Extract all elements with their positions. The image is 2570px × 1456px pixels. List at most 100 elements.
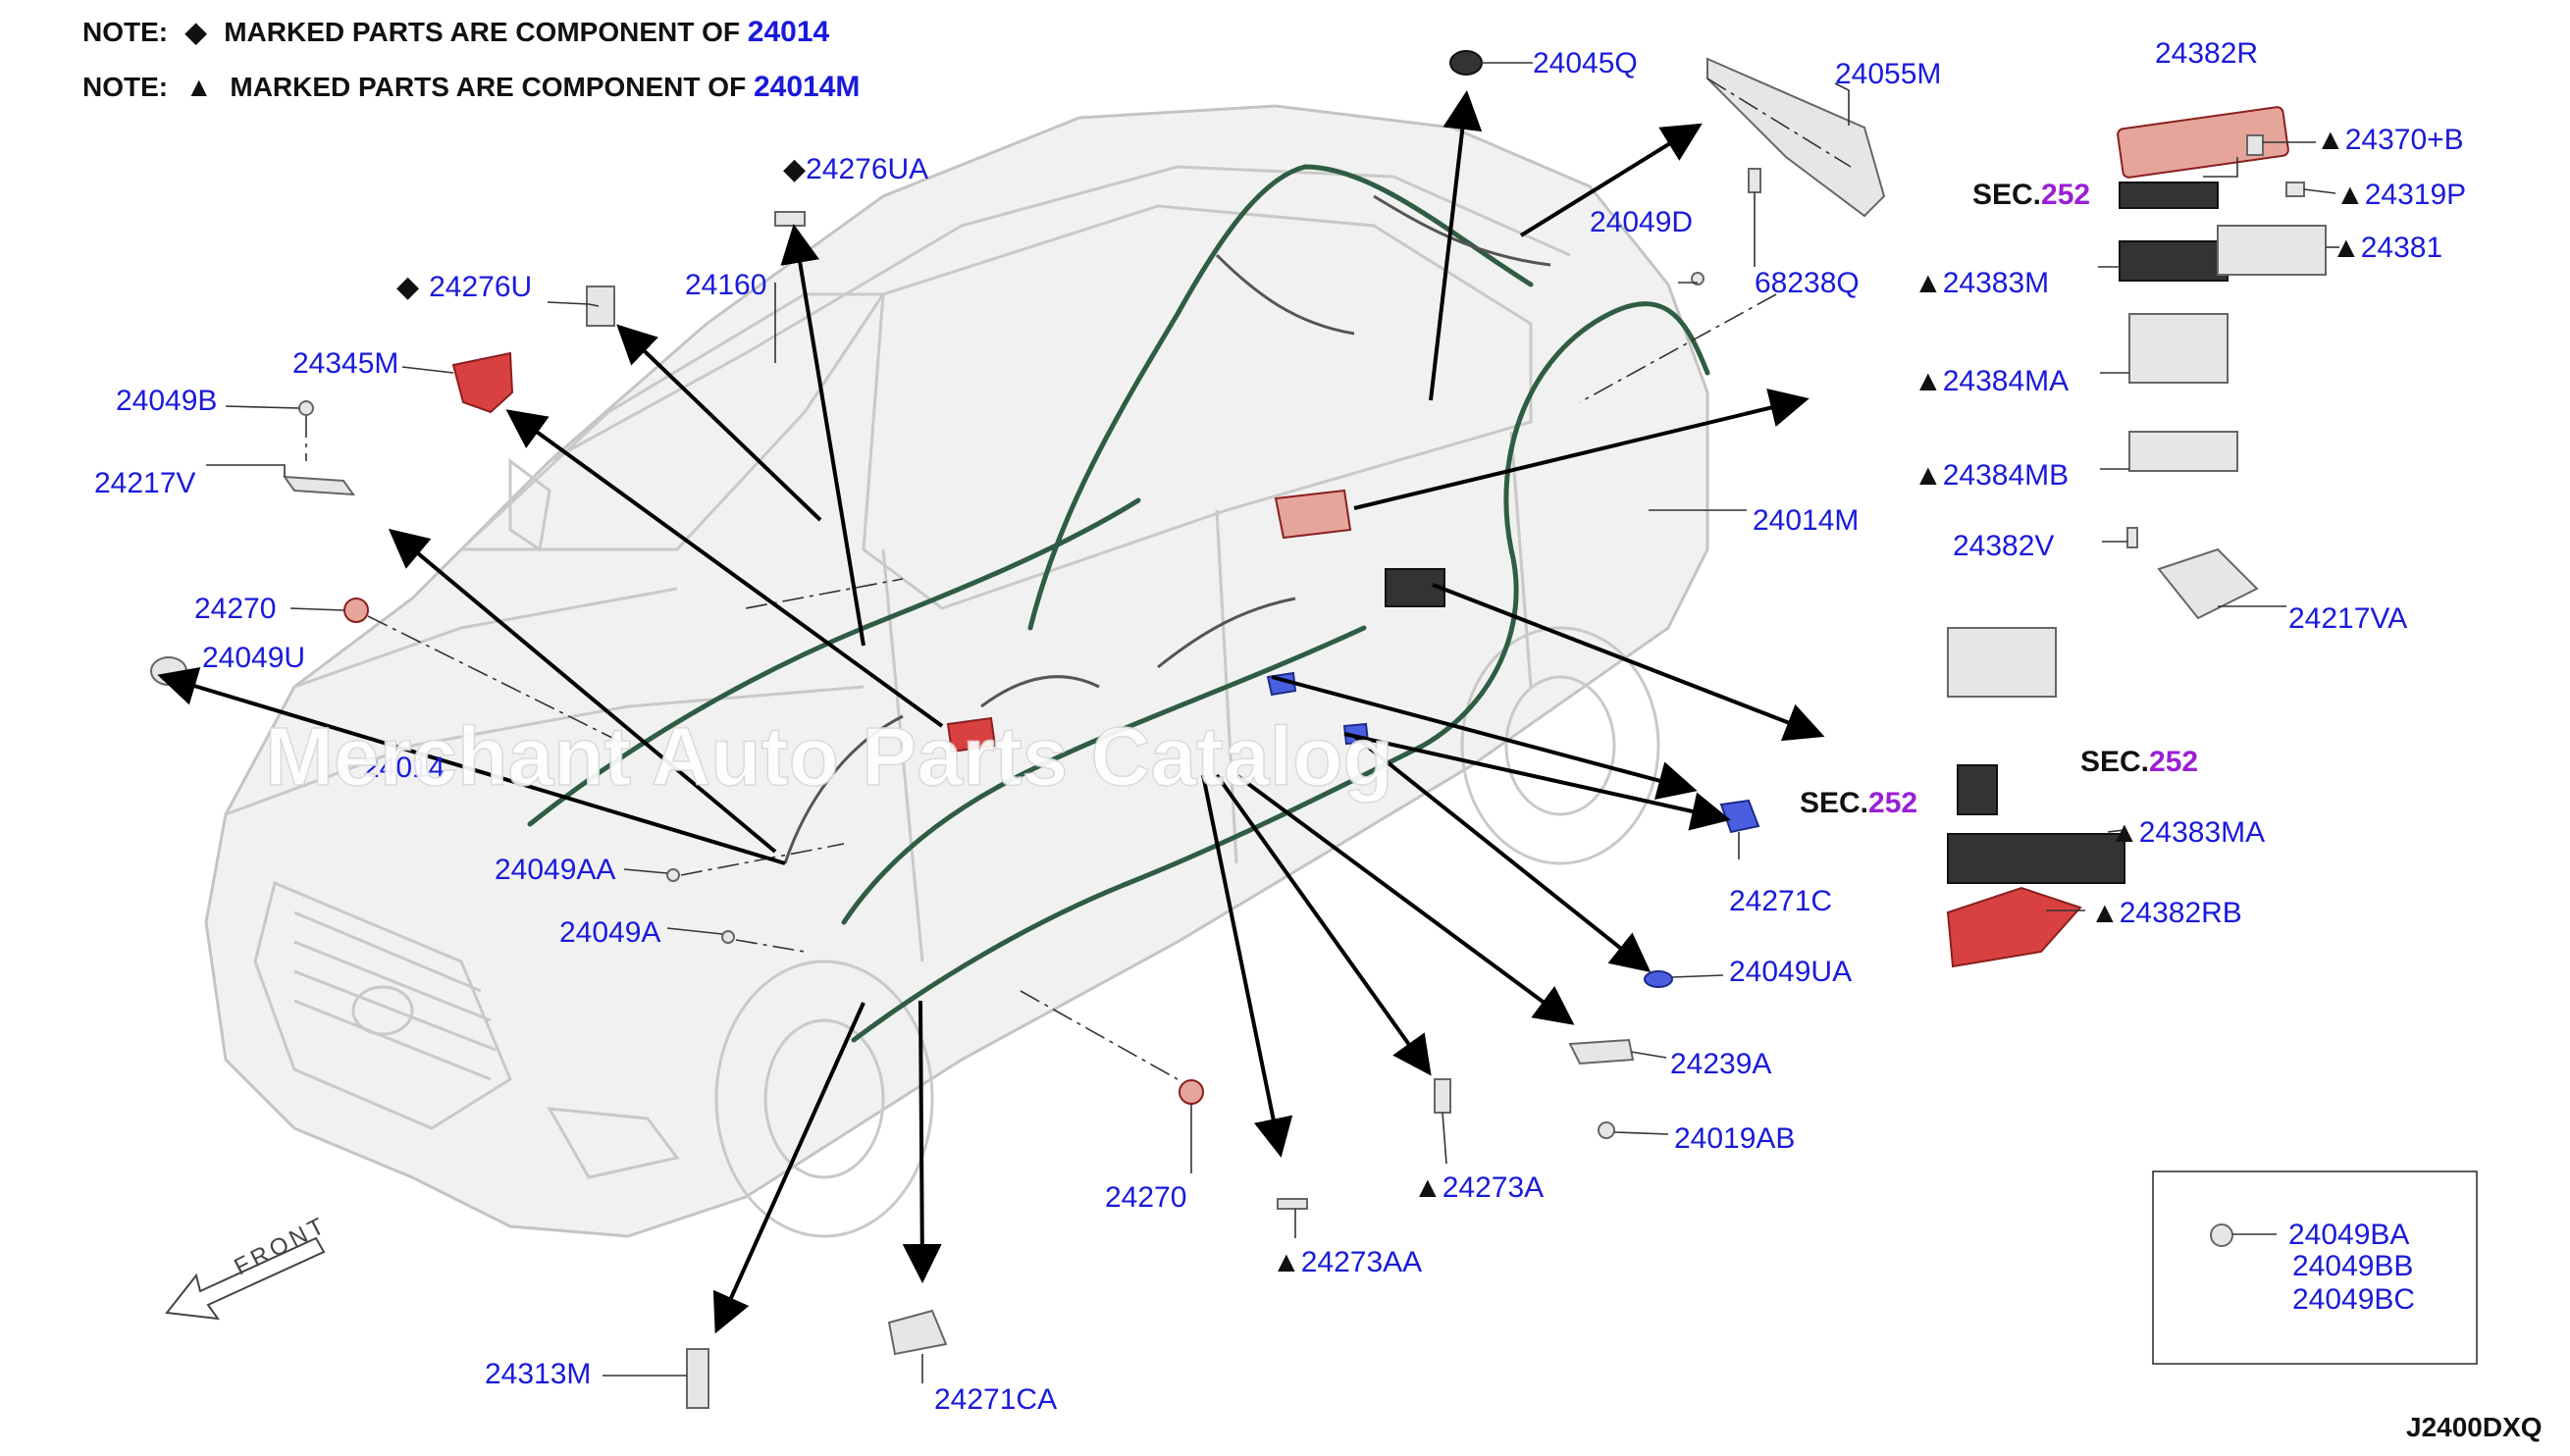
label-24217V[interactable]: 24217V <box>94 467 195 499</box>
label-24273AA[interactable]: ▲24273AA <box>1272 1246 1422 1278</box>
sec-ref-3[interactable]: SEC.252 <box>1800 787 1917 819</box>
label-24382RB[interactable]: ▲24382RB <box>2090 897 2242 929</box>
label-24270-lower[interactable]: 24270 <box>1105 1181 1186 1214</box>
lead-24345M <box>401 366 454 374</box>
label-24049BA[interactable]: 24049BA <box>2288 1219 2409 1251</box>
vehicle-side-windows <box>862 204 1533 610</box>
vehicle-roofline <box>549 165 1571 463</box>
label-24049A[interactable]: 24049A <box>559 916 660 949</box>
part-24045Q[interactable] <box>1449 50 1483 76</box>
part-24217V[interactable] <box>282 475 356 496</box>
part-24271CA[interactable] <box>887 1309 948 1356</box>
lead-24019AB <box>1613 1131 1669 1135</box>
part-68238Q[interactable] <box>1748 168 1761 193</box>
sec-ref-1[interactable]: SEC.252 <box>1972 179 2090 211</box>
part-24270b[interactable] <box>1179 1079 1204 1105</box>
part-sec252-box[interactable] <box>1947 627 2057 698</box>
label-24383MA[interactable]: ▲24383MA <box>2110 816 2265 849</box>
label-24049D[interactable]: 24049D <box>1590 206 1693 238</box>
part-24273AA[interactable] <box>1277 1198 1308 1210</box>
label-24370B[interactable]: ▲24370+B <box>2316 124 2464 156</box>
dash-24160 <box>745 578 904 609</box>
part-24273A[interactable] <box>1434 1078 1451 1114</box>
part-engine-relay[interactable] <box>946 716 997 754</box>
label-24271CA[interactable]: 24271CA <box>934 1383 1057 1416</box>
label-24049UA[interactable]: 24049UA <box>1729 956 1852 988</box>
part-24383M[interactable] <box>2119 240 2229 282</box>
label-24019AB[interactable]: 24019AB <box>1674 1122 1795 1155</box>
part-24270a[interactable] <box>343 598 369 623</box>
label-24045Q[interactable]: 24045Q <box>1533 47 1638 79</box>
notes: NOTE: ◆ MARKED PARTS ARE COMPONENT OF 24… <box>82 16 860 103</box>
note-2-ref[interactable]: 24014M <box>754 71 860 103</box>
part-24382RB[interactable] <box>1946 886 2082 968</box>
label-24217VA[interactable]: 24217VA <box>2288 602 2407 635</box>
part-24049D[interactable] <box>1691 272 1705 286</box>
label-24276U[interactable]: ◆24276U <box>396 271 532 303</box>
dash-24049D <box>1579 293 1777 403</box>
label-24382V[interactable]: 24382V <box>1953 530 2054 562</box>
label-24381[interactable]: ▲24381 <box>2332 232 2442 264</box>
label-68238Q[interactable]: 68238Q <box>1755 267 1860 299</box>
part-center-relay[interactable] <box>1274 489 1352 540</box>
label-24049AA[interactable]: 24049AA <box>495 854 615 886</box>
part-sec252-connector[interactable] <box>1957 764 1998 815</box>
part-24049B-clip[interactable] <box>2210 1223 2233 1247</box>
part-24370B[interactable] <box>2246 134 2264 156</box>
note-1-ref[interactable]: 24014 <box>748 16 830 48</box>
label-24014M[interactable]: 24014M <box>1753 504 1859 537</box>
lead-24276U <box>547 301 600 307</box>
label-24049BB[interactable]: 24049BB <box>2292 1250 2413 1282</box>
label-24160[interactable]: 24160 <box>685 269 766 301</box>
part-24382V[interactable] <box>2126 527 2138 548</box>
label-24313M[interactable]: 24313M <box>485 1358 591 1390</box>
harness-floor <box>841 625 1367 925</box>
part-24313M[interactable] <box>686 1348 709 1409</box>
arrow-24273A <box>1215 773 1432 1076</box>
label-24271C[interactable]: 24271C <box>1729 885 1832 917</box>
label-24055M[interactable]: 24055M <box>1835 58 1941 90</box>
label-24273A[interactable]: ▲24273A <box>1413 1171 1544 1204</box>
lead-24239A <box>1630 1051 1667 1059</box>
part-24049UA[interactable] <box>1644 970 1673 988</box>
label-24049BC[interactable]: 24049BC <box>2292 1283 2415 1316</box>
part-24381[interactable] <box>2217 225 2327 276</box>
part-24319P[interactable] <box>2285 182 2305 197</box>
label-24345M[interactable]: 24345M <box>292 347 398 380</box>
part-24049AA[interactable] <box>666 868 680 882</box>
part-24271C[interactable] <box>1719 799 1760 834</box>
part-24276U[interactable] <box>586 286 615 327</box>
label-24384MA[interactable]: ▲24384MA <box>1914 365 2069 397</box>
part-24217VA[interactable] <box>2157 547 2259 620</box>
part-24345M[interactable] <box>451 351 514 414</box>
label-24239A[interactable]: 24239A <box>1670 1048 1771 1080</box>
part-24239A[interactable] <box>1568 1038 1635 1066</box>
part-24384MB[interactable] <box>2128 431 2238 472</box>
harness-main <box>851 301 1710 1043</box>
label-24382R[interactable]: 24382R <box>2155 37 2258 70</box>
label-24384MB[interactable]: ▲24384MB <box>1914 459 2069 492</box>
part-24049B[interactable] <box>298 400 314 416</box>
vehicle-front-wheel <box>714 960 934 1238</box>
dash-24055M <box>1706 78 1852 168</box>
part-24382R[interactable] <box>2117 106 2289 179</box>
label-24014[interactable]: 240​14 <box>363 752 445 784</box>
part-24019AB[interactable] <box>1598 1121 1615 1139</box>
lead-24273A <box>1442 1112 1447 1165</box>
label-24049U[interactable]: 24049U <box>202 642 305 674</box>
part-24383M-top[interactable] <box>2119 182 2219 209</box>
label-24276UA[interactable]: ◆24276UA <box>783 153 928 185</box>
part-24049A[interactable] <box>721 930 735 944</box>
part-24383MA[interactable] <box>1947 833 2125 884</box>
label-24270-upper[interactable]: 24270 <box>194 593 276 625</box>
sec-ref-2[interactable]: SEC.252 <box>2080 746 2198 778</box>
label-24319P[interactable]: ▲24319P <box>2335 179 2466 211</box>
lead-24217V <box>206 464 286 477</box>
label-24049B[interactable]: 24049B <box>116 385 217 417</box>
part-24384MA[interactable] <box>2128 313 2229 384</box>
part-center-module[interactable] <box>1385 568 1445 607</box>
part-24276UA[interactable] <box>774 211 806 227</box>
dash-24270b <box>1020 990 1179 1080</box>
label-24383M[interactable]: ▲24383M <box>1914 267 2049 299</box>
